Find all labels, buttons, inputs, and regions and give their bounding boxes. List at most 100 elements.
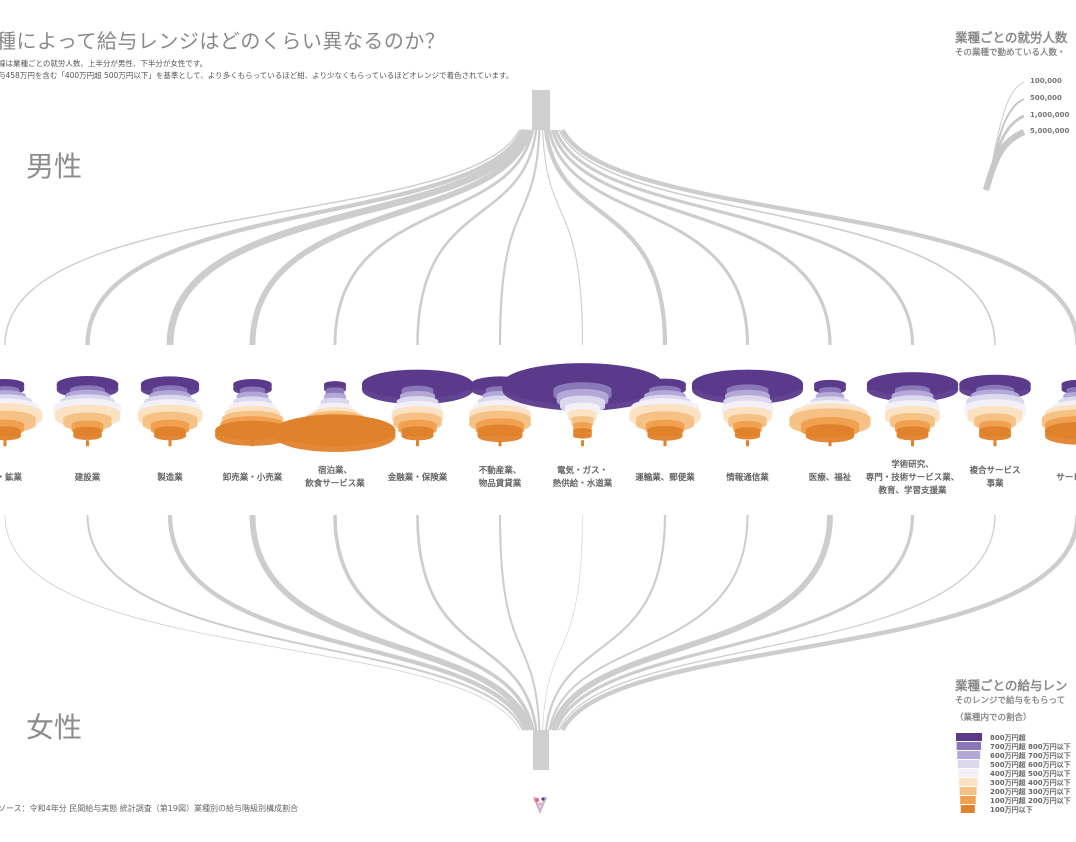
salary-band-top [564,402,601,412]
female-flow [167,514,529,731]
salary-stack [0,379,43,447]
range-legend-subtitle-1: そのレンジで給与をもらって [955,696,1066,706]
female-flow [498,514,541,731]
range-legend-label: 800万円超 [990,734,1026,742]
range-legend-label: 300万円超 400万円以下 [990,779,1071,787]
salary-band-top [1061,379,1076,389]
salary-band-top [0,426,21,435]
salary-stacks [0,363,1076,452]
width-legend-label: 1,000,000 [1030,111,1070,119]
salary-band-base [401,432,434,441]
salary-band-top [734,427,761,434]
salary-stack [789,379,871,447]
industry-label: 医療、福祉 [808,473,852,483]
logo-dot [541,797,545,801]
male-flow [333,129,535,346]
male-flow [547,129,749,346]
width-legend-shapes [982,81,1026,191]
female-flows [4,514,1076,770]
stack-stem [581,440,584,447]
salary-band-top [362,369,473,399]
salary-band-base [734,432,761,440]
industry-label: 複合サービス 事業 [969,466,1021,489]
logo-dot [534,797,540,803]
industry-label: 金融業・保険業 [387,473,448,483]
male-flow [416,129,538,346]
salary-band-top [215,420,290,441]
salary-band [571,418,594,425]
salary-band [573,424,592,431]
salary-band-top [733,420,762,429]
range-legend-subtitle-2: （業種内での割合） [955,713,1032,723]
salary-band-top [573,422,592,428]
stack-stem [911,440,914,447]
salary-band-base [573,433,592,439]
stack-stem [663,440,667,447]
female-flow [416,514,538,731]
width-legend-curve [982,129,1026,191]
salary-band-top [692,369,803,399]
female-flow [554,514,915,731]
salary-band-top [894,420,931,430]
stack-stem [333,440,337,447]
female-flow [558,514,996,731]
salary-band-top [568,409,597,417]
salary-band-top [866,372,959,396]
salary-stack [629,378,701,447]
female-flow [4,514,520,731]
salary-band-top [73,426,102,435]
range-legend-swatch [957,751,981,759]
female-flow [542,514,583,731]
range-legend-label: 400万円超 500万円以下 [990,770,1071,778]
salary-band-top [647,425,683,435]
salary-stack [215,379,290,447]
stack-stem [416,440,419,447]
salary-band-top [979,420,1011,429]
salary-band-top [805,424,855,437]
industry-label: 運輸業、郵便業 [635,473,695,483]
stack-stem [828,440,832,447]
range-legend-label: 700万円超 800万円以下 [990,743,1071,751]
range-legend-label: 500万円超 600万円以下 [990,761,1071,769]
width-legend-title: 業種ごとの就労人数 [955,30,1068,45]
width-legend-label: 500,000 [1030,94,1062,102]
range-legend-swatch [956,742,982,750]
salary-band-top [150,419,190,430]
salary-band-top [1045,421,1076,439]
salary-band-base [896,432,929,441]
salary-stack [274,381,396,452]
industry-label: 不動産業、 物品賃貸業 [478,466,522,489]
male-flow [498,129,541,346]
industry-label: 電気・ガス・ 熱供給・水道業 [552,466,613,489]
salary-band-top [1066,386,1076,393]
range-legend-swatch [960,796,976,804]
female-flow [548,514,749,731]
female-flow [549,514,833,731]
salary-band [325,389,345,396]
male-flow [85,129,525,346]
stack-stem [86,440,89,447]
salary-band-top [233,379,272,389]
range-legend-label: 100万円以下 [990,806,1033,814]
salary-band-top [398,419,437,430]
salary-band-top [979,426,1011,435]
salary-stack [959,374,1031,447]
subtitle-line-1: 線は業種ごとの就労人数、上半分が男性、下半分が女性です。 [0,59,208,68]
salary-stack [362,369,473,447]
industry-label: 製造業 [157,473,183,483]
salary-band-top [274,414,396,447]
source-note: ソース：令和4年分 民間給与実態 統計調査（第19図）業種別の給与階級別構成割合 [0,804,298,813]
salary-band-top [896,426,929,435]
female-flow [86,514,524,731]
range-legend-swatch [958,769,979,777]
salary-band-top [71,420,104,429]
stack-stem [746,440,749,447]
industry-label: 卸売業・小売業 [222,473,283,483]
male-flow [550,129,832,346]
male-label: 男性 [26,150,83,183]
salary-band-top [819,386,841,393]
page-title: 種によって給与レンジはどのくらい異なるのか？ [0,29,446,53]
subtitle-line-2: 与458万円を含む「400万円超 500万円以下」を基準として、より多くもらって… [0,71,514,80]
